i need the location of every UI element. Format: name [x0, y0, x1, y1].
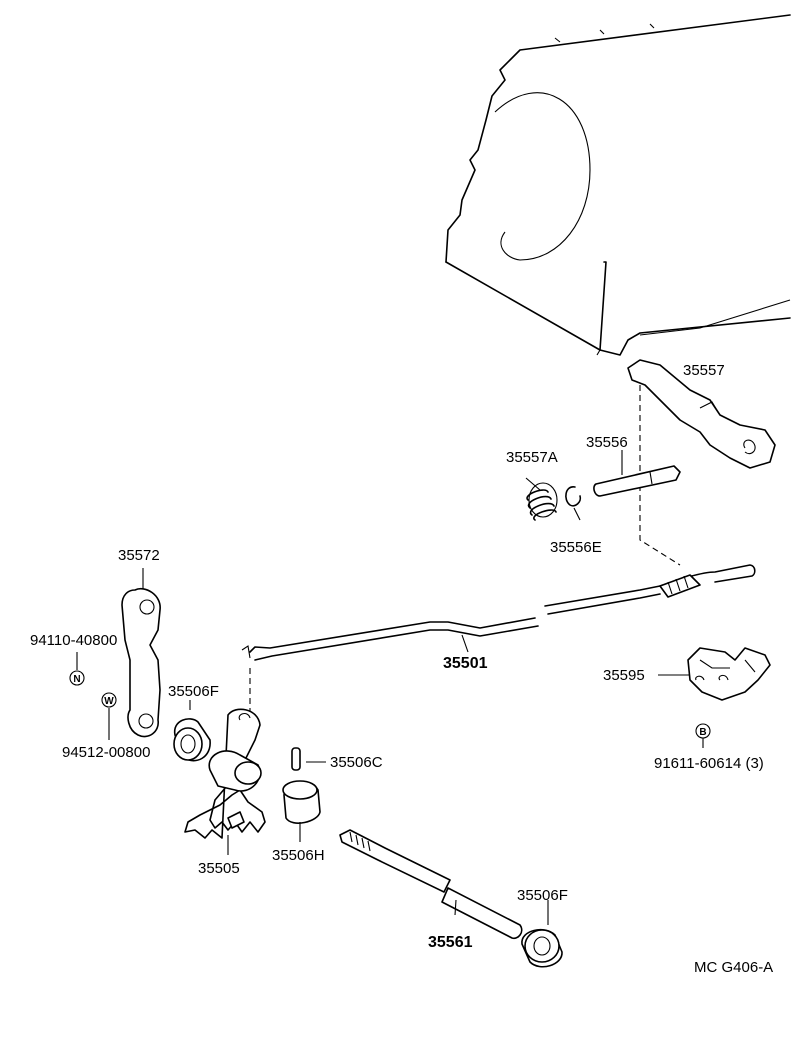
washer-icon: W [104, 696, 114, 707]
label-35556E: 35556E [550, 539, 602, 556]
nut-icon: N [73, 674, 80, 685]
label-35505: 35505 [198, 860, 240, 877]
part-35556E [565, 486, 582, 521]
bolt-symbol: B [695, 723, 711, 748]
label-91611-60614: 91611-60614 (3) [654, 755, 764, 772]
part-35501 [241, 564, 756, 720]
transmission-case [445, 14, 791, 356]
label-35506H: 35506H [272, 847, 325, 864]
part-35506C [291, 747, 326, 771]
part-35556 [593, 450, 681, 497]
label-35506C: 35506C [330, 754, 383, 771]
part-35561 [339, 829, 523, 940]
diagram-code: MC G406-A [694, 959, 773, 976]
nut-symbol: N [69, 652, 85, 686]
label-94512-00800: 94512-00800 [62, 744, 150, 761]
label-35595: 35595 [603, 667, 645, 684]
label-35506F-right: 35506F [517, 887, 568, 904]
bolt-icon: B [699, 727, 706, 738]
part-35572 [121, 568, 161, 738]
part-35505 [184, 708, 266, 855]
label-35557: 35557 [683, 362, 725, 379]
part-35595 [658, 647, 771, 701]
part-35557A [525, 477, 558, 521]
washer-symbol: W [101, 692, 117, 740]
label-35556: 35556 [586, 434, 628, 451]
label-35561: 35561 [428, 934, 473, 951]
part-35506F-left [173, 700, 211, 762]
part-35506F-right [521, 900, 563, 968]
label-35557A: 35557A [506, 449, 558, 466]
label-35501: 35501 [443, 655, 488, 672]
label-35572: 35572 [118, 547, 160, 564]
part-35506H [282, 780, 321, 842]
label-94110-40800: 94110-40800 [30, 632, 117, 649]
label-35506F-left: 35506F [168, 683, 219, 700]
part-35557 [627, 359, 776, 566]
